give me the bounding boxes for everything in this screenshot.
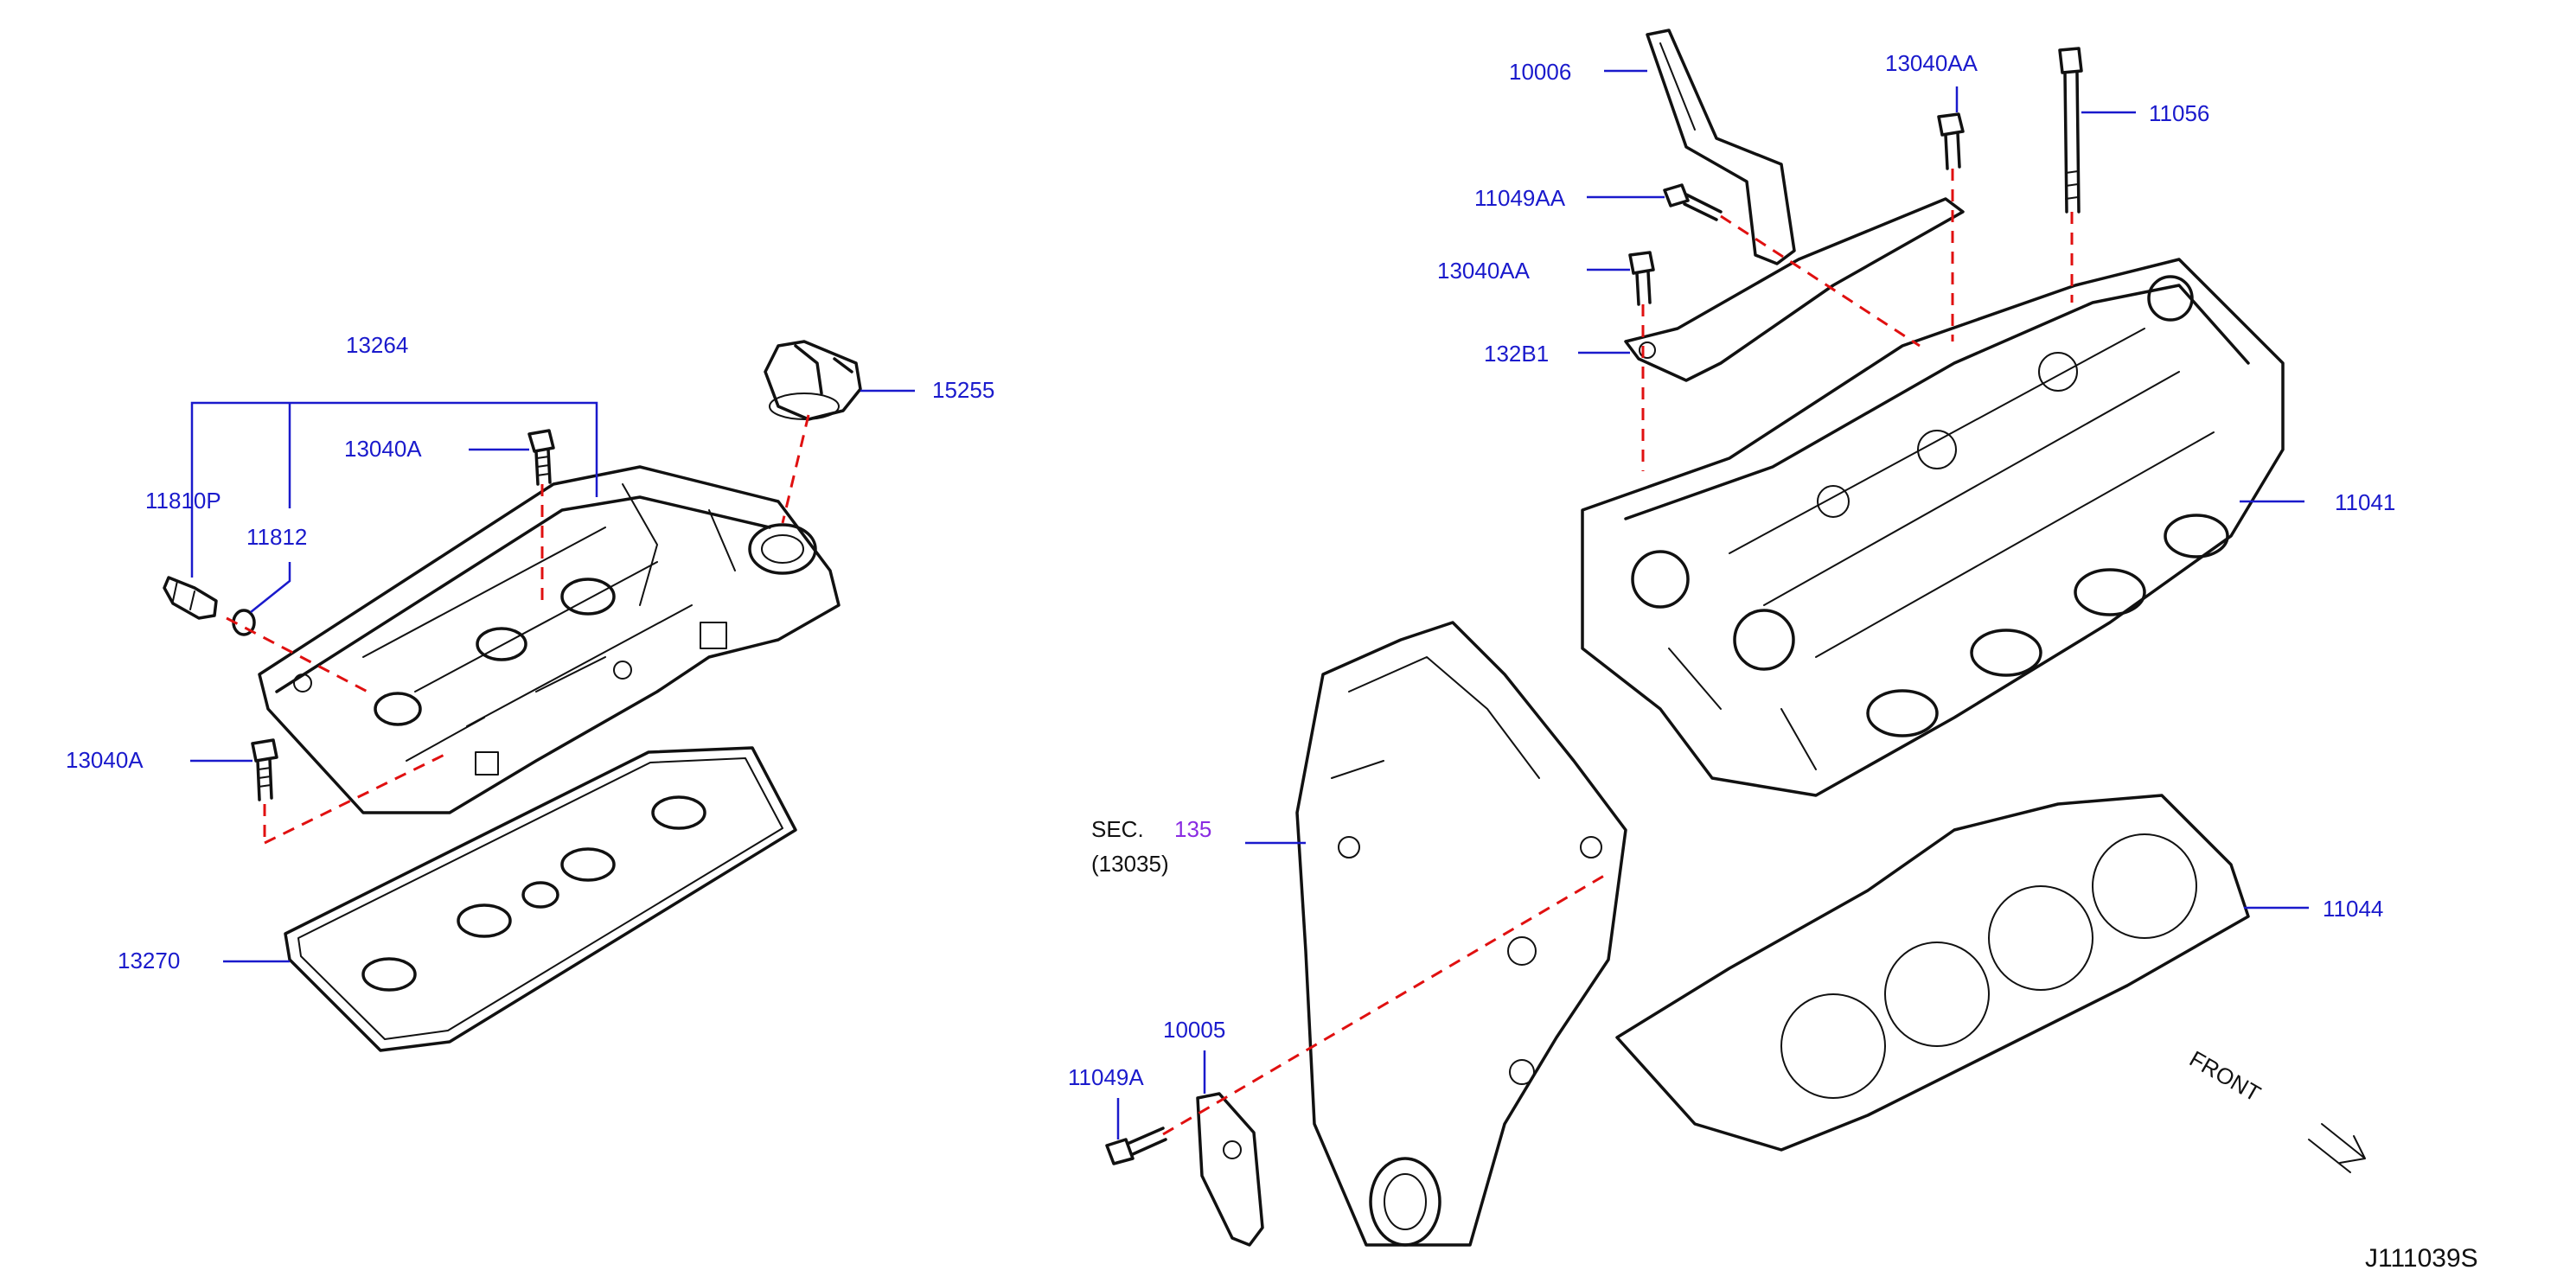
bolt-13040a-bottom: [251, 738, 278, 801]
front-label: FRONT: [2185, 1045, 2266, 1107]
section-subref: (13035): [1091, 851, 1169, 877]
callout-13040a-bottom: 13040A: [66, 747, 144, 773]
callout-13040a-top: 13040A: [344, 436, 422, 462]
engine-bracket: [1624, 197, 1965, 382]
front-indicator: FRONT: [2185, 1045, 2366, 1173]
callout-11041: 11041: [2335, 489, 2395, 515]
bolt-13040aa-left: [1628, 251, 1655, 306]
drawing-id: J111039S: [2365, 1244, 2478, 1273]
section-number[interactable]: 135: [1174, 816, 1211, 842]
callout-13270: 13270: [118, 948, 180, 973]
callout-11049aa: 11049AA: [1474, 185, 1566, 211]
head-bolt-11056: [2058, 47, 2083, 214]
callout-11810p: 11810P: [145, 488, 221, 514]
assembly-dashed-lines: [226, 169, 2074, 1136]
engine-slinger-rear: [1646, 29, 1796, 265]
callout-11049a: 11049A: [1068, 1064, 1144, 1090]
bolt-11049aa: [1663, 183, 1723, 221]
callout-11056: 11056: [2149, 100, 2209, 126]
cylinder-head: [1581, 258, 2285, 797]
bolt-13040a-top: [527, 429, 555, 486]
callout-13040aa-left: 13040AA: [1437, 258, 1531, 284]
callout-10005: 10005: [1163, 1017, 1225, 1043]
callout-132b1: 132B1: [1484, 341, 1549, 367]
front-timing-cover: [1295, 621, 1627, 1247]
callout-10006: 10006: [1509, 59, 1571, 85]
section-prefix: SEC.: [1091, 816, 1144, 842]
callout-13264: 13264: [346, 332, 408, 358]
rocker-cover-assembly: [258, 465, 841, 814]
rocker-cover-gasket: [284, 746, 797, 1052]
callout-11812: 11812: [246, 524, 307, 550]
leader-lines: [190, 69, 2309, 1139]
oil-filler-cap: [764, 340, 862, 421]
callout-13040aa-top: 13040AA: [1885, 50, 1978, 76]
camshaft-position-sensor: [163, 576, 218, 620]
engine-slinger-front: [1196, 1092, 1264, 1247]
bolt-11049a: [1105, 1127, 1167, 1165]
cylinder-head-gasket: [1615, 794, 2250, 1152]
bolt-13040aa-top: [1937, 112, 1965, 170]
front-arrow-icon: [2308, 1123, 2366, 1173]
callout-11044: 11044: [2323, 896, 2383, 922]
callout-15255: 15255: [932, 377, 994, 403]
